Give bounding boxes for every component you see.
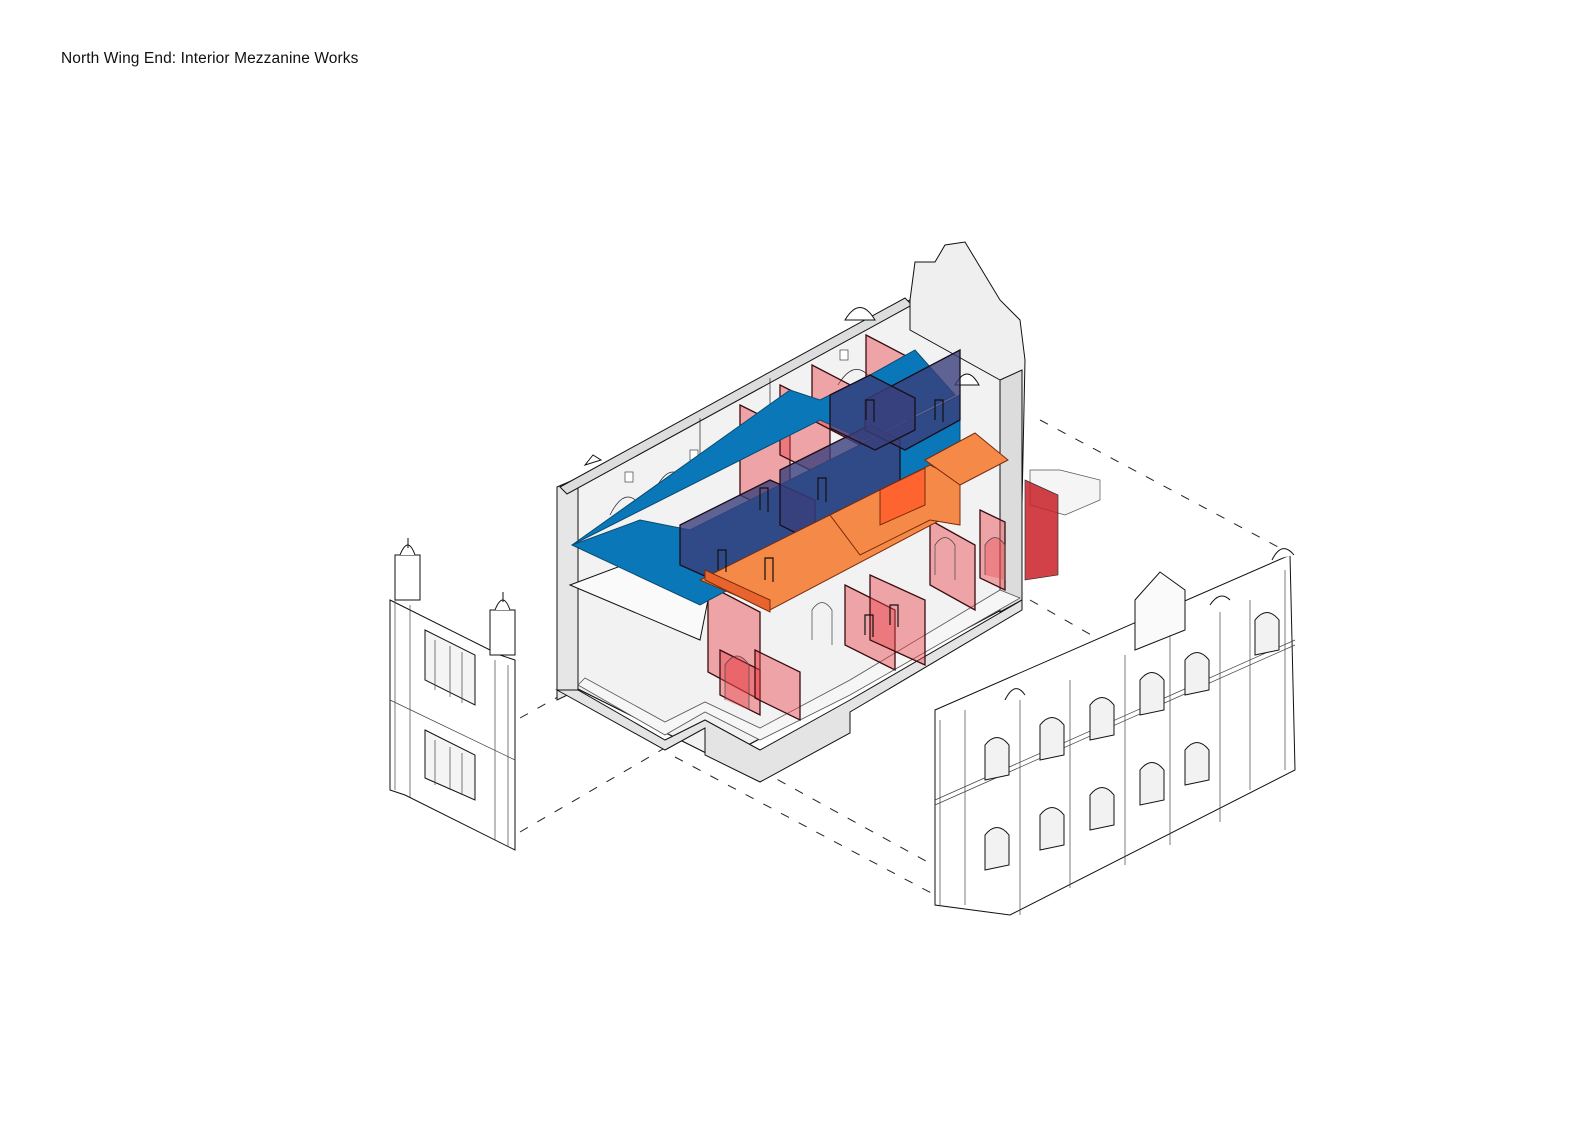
partition-overlap-volumes: [679, 348, 961, 586]
end-elevation-facade: [389, 538, 516, 851]
ground-floor-arches: [724, 537, 1006, 710]
side-elevation-facade: [934, 548, 1296, 916]
external-stair: [1024, 469, 1101, 581]
roof-finials: [583, 307, 980, 466]
mezzanine-new-orange: [698, 432, 1009, 613]
door-outlines: [717, 399, 944, 637]
projection-lines: [519, 419, 1281, 896]
drawing-title: North Wing End: Interior Mezzanine Works: [61, 50, 359, 67]
